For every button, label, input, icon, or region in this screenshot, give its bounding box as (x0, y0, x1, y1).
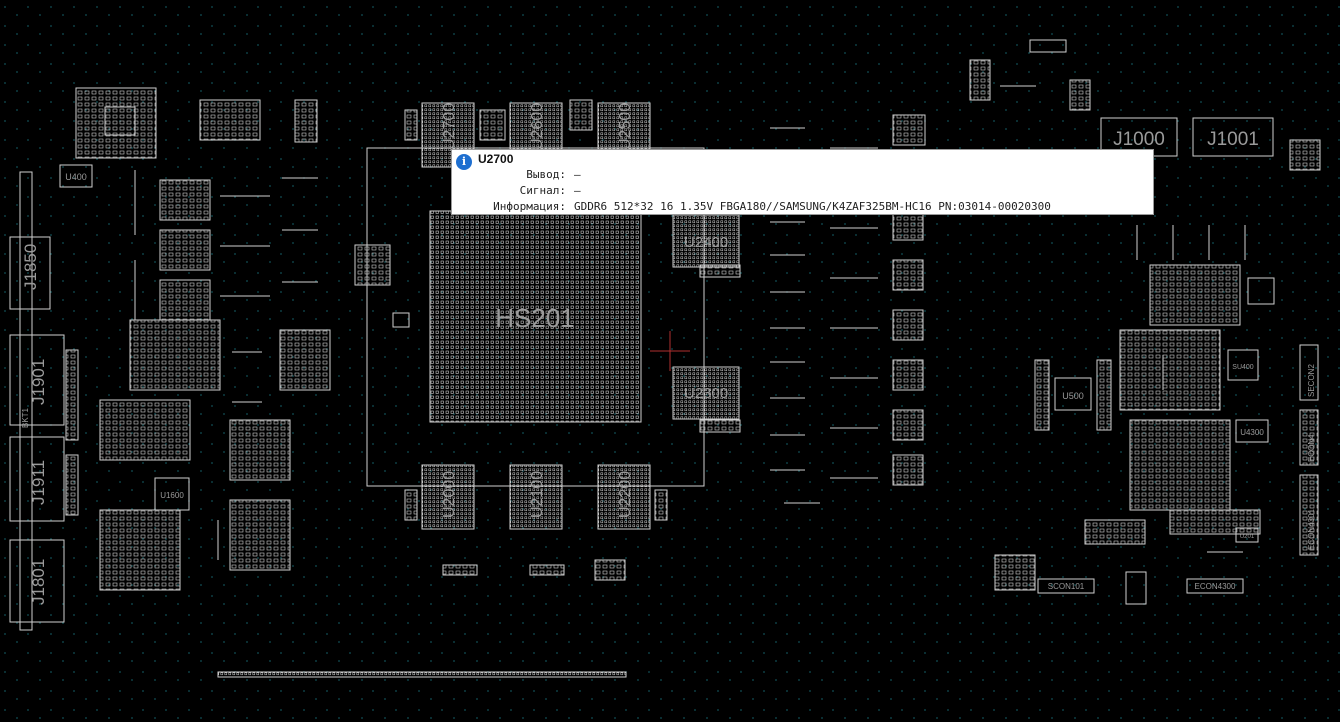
j1000-label: J1000 (1113, 129, 1165, 150)
u2100-label: U2100 (529, 471, 546, 518)
pin-value: — (574, 168, 581, 181)
scon101-outline (1037, 578, 1095, 594)
u2200-label: U2200 (617, 471, 634, 518)
info-icon: i (456, 154, 472, 170)
j1911-outline (9, 436, 65, 522)
u2200-chip (597, 464, 651, 530)
passive-columns[interactable] (770, 114, 926, 504)
memory-right[interactable]: U2400 U2300 (672, 214, 740, 420)
j1001-outline (1192, 117, 1274, 157)
crosshair-cursor (650, 331, 690, 371)
bkt1-label: BKT1 (21, 407, 30, 428)
u2000-chip (421, 464, 475, 530)
j1850-outline (9, 236, 51, 310)
info-label: Информация: (493, 200, 566, 213)
secon2-label: SECON2 (1307, 364, 1316, 397)
su400-label: SU400 (1232, 364, 1254, 371)
u400-label: U400 (65, 172, 87, 182)
pin-label: Вывод: (526, 168, 566, 181)
left-components[interactable]: U400 U1600 (59, 87, 331, 591)
component-info-tooltip: i U2700 Вывод: — Сигнал: — Информация: GDDR… (451, 149, 1154, 215)
su400-outline (1227, 349, 1259, 381)
u2600-label: U2600 (529, 103, 546, 150)
j1801-outline (9, 539, 65, 623)
u2700-label: U2700 (441, 103, 458, 150)
j1901-label: J1901 (29, 359, 48, 405)
signal-label: Сигнал: (519, 184, 566, 197)
u201-label: U201 (1240, 534, 1255, 540)
u2300-label: U2300 (684, 385, 728, 402)
tooltip-title: U2700 (478, 152, 514, 166)
u500-label: U500 (1062, 391, 1084, 401)
scon101-label: SCON101 (1048, 582, 1085, 591)
j1850-label: J1850 (21, 244, 40, 290)
econ4300-label: ECON4300 (1195, 582, 1236, 591)
econ4300-outline (1186, 578, 1244, 594)
u400-outline (59, 164, 93, 188)
u2400-label: U2400 (684, 234, 728, 251)
hs201-label: HS201 (495, 303, 575, 333)
u2300-chip (672, 366, 740, 420)
u2500-label: U2500 (617, 103, 634, 150)
u2100-chip (509, 464, 563, 530)
gpu-decoupling (354, 99, 741, 581)
tooltip-row-info: Информация: GDDR6 512*32 16 1.35V FBGA180… (452, 200, 1051, 214)
memory-bottom[interactable]: U2000 U2100 U2200 (421, 464, 651, 530)
u1600-label: U1600 (160, 491, 184, 500)
tooltip-row-signal: Сигнал: — (452, 184, 581, 198)
u2400-chip (672, 214, 740, 268)
right-components[interactable]: J1000 J1001 U500 SU400 U4300 U201 SCON10… (969, 39, 1321, 605)
u2000-label: U2000 (441, 471, 458, 518)
u500-outline (1054, 377, 1092, 411)
j1901-outline (9, 334, 65, 426)
j1911-label: J1911 (29, 460, 48, 505)
u4300-label: U4300 (1240, 428, 1264, 437)
signal-value: — (574, 184, 581, 197)
j1801-label: J1801 (29, 559, 48, 605)
info-value: GDDR6 512*32 16 1.35V FBGA180//SAMSUNG/K… (574, 200, 1051, 213)
left-connectors[interactable]: J1850 J1901 BKT1 J1911 J1801 (9, 171, 79, 631)
tooltip-row-pin: Вывод: — (452, 168, 581, 182)
econ4-label: ECON4 (1307, 434, 1316, 462)
pcie-edge-connector (217, 671, 627, 678)
econ4301-label: ECON4301 (1307, 509, 1316, 550)
j1001-label: J1001 (1207, 129, 1259, 150)
u4300-outline (1235, 419, 1269, 443)
